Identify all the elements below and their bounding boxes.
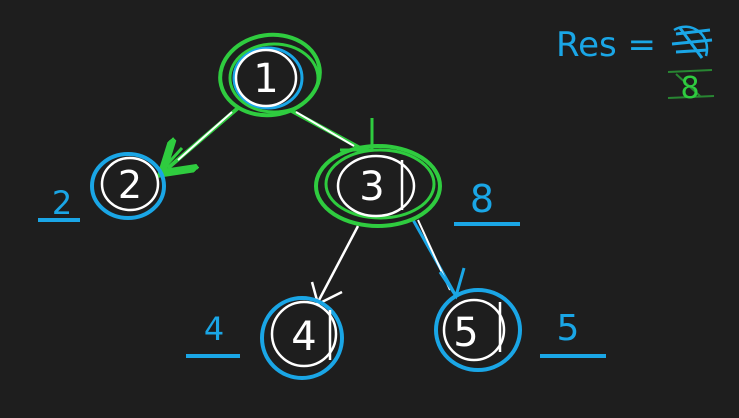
side-value-node2: 2 [38, 184, 80, 222]
tree-node-2: 2 [90, 152, 166, 220]
tree-node-4: 4 [260, 296, 344, 380]
side-value-node4: 4 [186, 310, 240, 358]
tree-node-3: 3 [314, 144, 442, 228]
node-2-label: 2 [118, 163, 142, 207]
edge-3-5 [410, 217, 466, 300]
side-value-node2-text: 2 [52, 184, 72, 222]
side-value-node4-text: 4 [204, 310, 224, 348]
node-5-label: 5 [453, 310, 478, 356]
node-3-label: 3 [359, 164, 384, 210]
edge-1-2 [162, 106, 240, 170]
edge-1-3 [289, 108, 374, 152]
side-value-node3: 8 [454, 177, 520, 226]
scribbled-value-mark [671, 25, 713, 59]
node-4-label: 4 [291, 314, 316, 360]
result-label: Res = [556, 25, 656, 65]
side-value-node5: 5 [540, 308, 606, 358]
result-value: 8 [680, 71, 699, 106]
tree-node-1: 1 [218, 32, 322, 118]
side-value-node5-text: 5 [557, 308, 580, 349]
side-value-node3-text: 8 [470, 177, 494, 221]
node-1-label: 1 [253, 56, 278, 102]
edge-3-4 [310, 225, 360, 306]
result-annotation: Res = 8 [556, 25, 715, 106]
tree-node-5: 5 [434, 288, 522, 372]
